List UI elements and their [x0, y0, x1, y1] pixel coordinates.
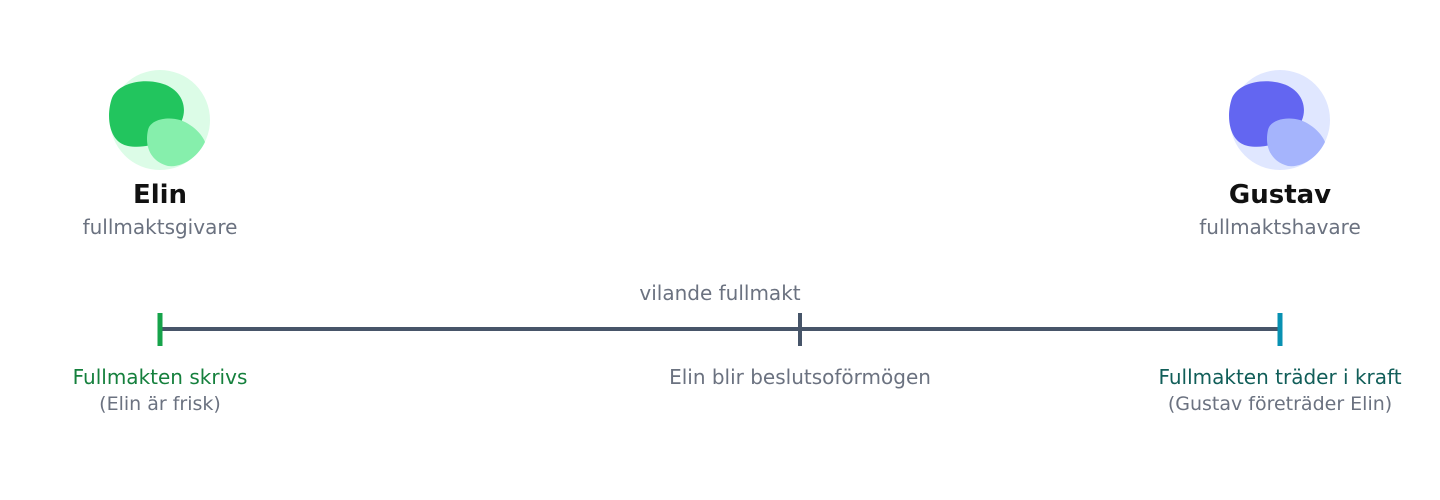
event-title-end: Fullmakten träder i kraft	[1158, 365, 1402, 389]
person-role-elin: fullmaktsgivare	[82, 215, 238, 239]
person-role-gustav: fullmaktshavare	[1199, 215, 1361, 239]
event-subtitle-end: (Gustav företräder Elin)	[1167, 393, 1393, 415]
gustav-avatar-icon	[1229, 70, 1330, 170]
event-subtitle-start: (Elin är frisk)	[99, 393, 221, 415]
person-name-gustav: Gustav	[1228, 180, 1332, 210]
elin-avatar-icon	[109, 70, 210, 170]
person-name-elin: Elin	[132, 180, 188, 210]
timeline-period-label: vilande fullmakt	[639, 281, 801, 305]
event-title-middle: Elin blir beslutsoförmögen	[669, 365, 931, 389]
event-title-start: Fullmakten skrivs	[72, 365, 248, 389]
